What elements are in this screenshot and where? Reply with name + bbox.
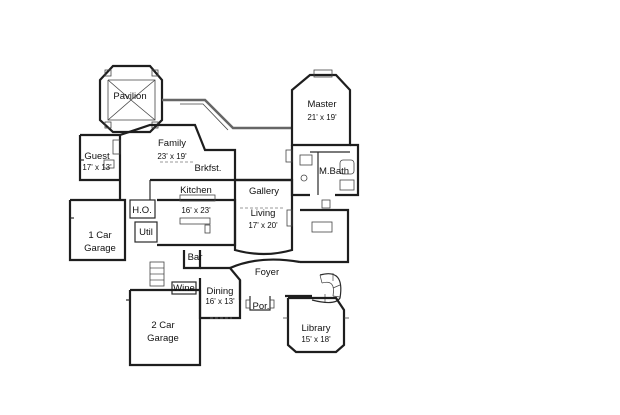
kitchen-label: Kitchen	[180, 185, 212, 196]
master-suite-walls	[285, 69, 360, 197]
ceiling-lines	[160, 161, 285, 319]
library-dims: 15' x 18'	[301, 335, 331, 344]
library-label: Library	[301, 323, 330, 334]
pavilion-label: Pavilion	[113, 91, 146, 102]
gallery-label: Gallery	[249, 186, 279, 197]
master-dims: 21' x 19'	[307, 113, 337, 122]
living-label: Living	[251, 208, 276, 219]
terrace-outline	[162, 98, 292, 131]
porch-label: Por.	[253, 301, 270, 312]
main-walls	[68, 123, 350, 264]
dining-label: Dining	[207, 286, 234, 297]
guest-label: Guest	[84, 151, 110, 162]
garage-2car-walls	[126, 288, 202, 367]
ho-label: H.O.	[132, 205, 152, 216]
stairs	[149, 261, 342, 304]
garage2-label-2: Garage	[147, 333, 179, 344]
guest-dims: 17' x 13'	[82, 163, 112, 172]
room-labels: Pavilion Master 21' x 19' Family 23' x 1…	[82, 91, 349, 344]
garage1-label: 1 Car	[88, 230, 111, 241]
kitchen-dims: 16' x 23'	[181, 206, 211, 215]
util-label: Util	[139, 227, 153, 238]
bar-label: Bar	[188, 252, 203, 263]
dining-dims: 16' x 13'	[205, 297, 235, 306]
family-dims: 23' x 19'	[157, 152, 187, 161]
family-label: Family	[158, 138, 186, 149]
master-label: Master	[307, 99, 336, 110]
garage1-label-2: Garage	[84, 243, 116, 254]
wine-label: Wine	[173, 283, 195, 294]
living-dims: 17' x 20'	[248, 221, 278, 230]
mbath-label: M.Bath	[319, 166, 349, 177]
garage2-label: 2 Car	[151, 320, 174, 331]
library-walls	[283, 296, 349, 354]
foyer-label: Foyer	[255, 267, 279, 278]
brkfst-label: Brkfst.	[195, 163, 222, 174]
